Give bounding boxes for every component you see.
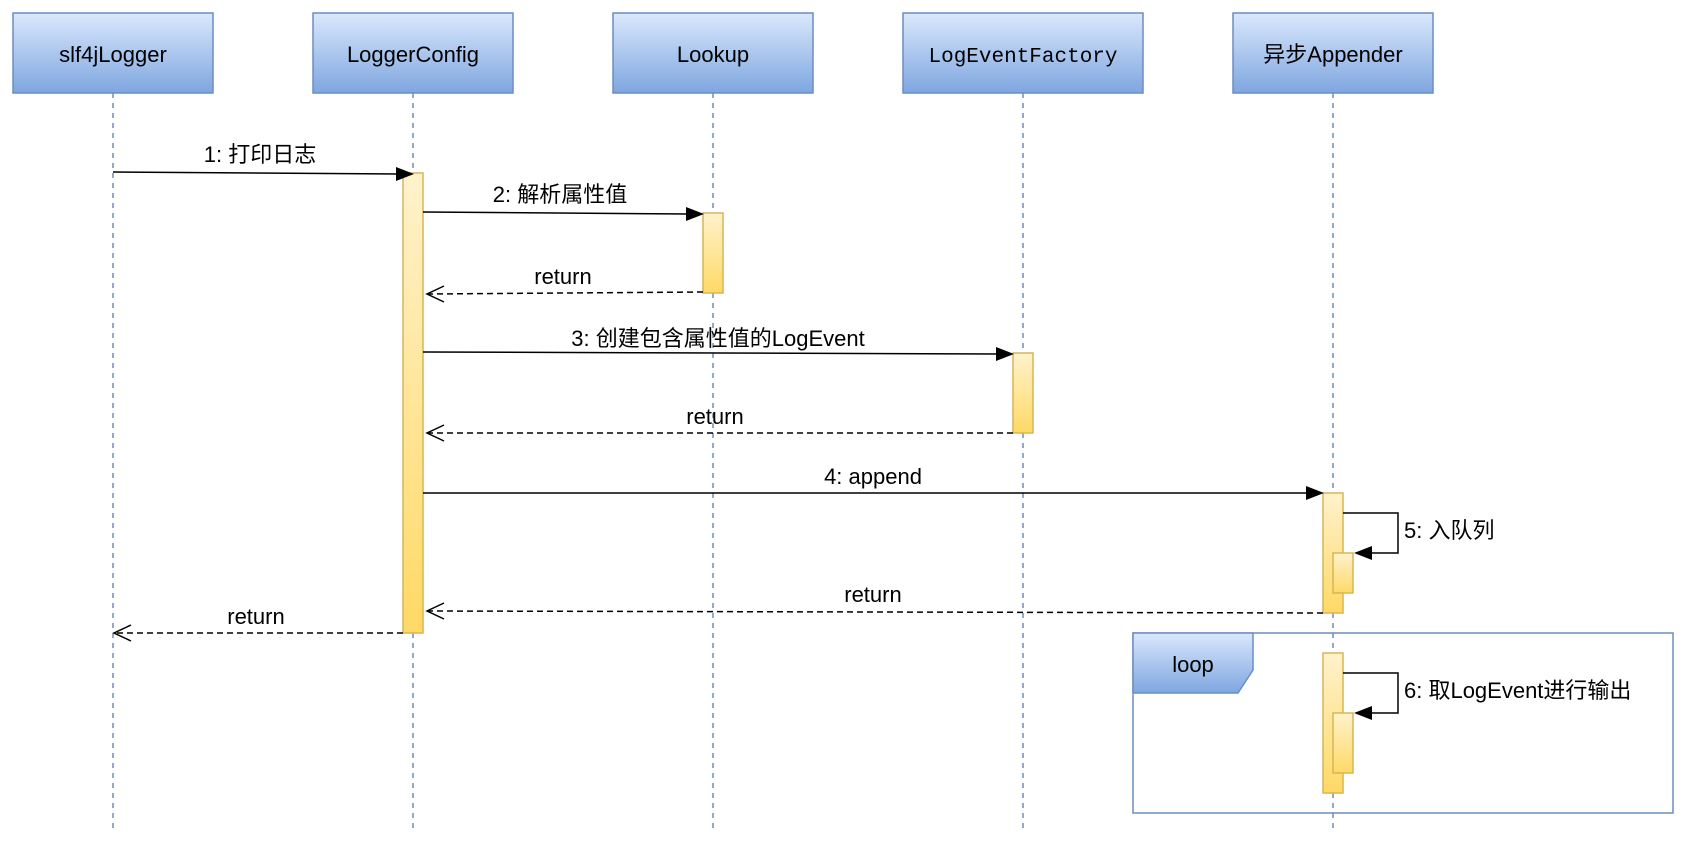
loop-frame: loop: [1132, 632, 1674, 814]
message-2: 2: 解析属性值: [422, 182, 704, 221]
message-3: 3: 创建包含属性值的LogEvent: [422, 326, 1014, 361]
message-return-lookup: return: [425, 264, 704, 303]
arrowhead-filled: [396, 167, 414, 181]
arrowhead-open: [425, 424, 445, 442]
activation-async-appender-enqueue: [1332, 552, 1354, 594]
activations: [402, 172, 1354, 794]
arrowhead-open: [112, 624, 132, 642]
participant-label: Lookup: [677, 42, 749, 67]
message-label: return: [686, 404, 743, 429]
message-return-logeventfactory: return: [425, 404, 1013, 442]
message-label: return: [844, 582, 901, 607]
message-6-self: 6: 取LogEvent进行输出: [1343, 672, 1631, 720]
message-label: 5: 入队列: [1404, 518, 1494, 543]
participant-label: 异步Appender: [1263, 42, 1402, 67]
arrowhead-filled: [686, 207, 704, 221]
arrowhead-filled: [1306, 486, 1324, 500]
participant-loggerconfig[interactable]: LoggerConfig: [312, 12, 514, 94]
participant-lookup[interactable]: Lookup: [612, 12, 814, 94]
participant-logeventfactory[interactable]: LogEventFactory: [902, 12, 1144, 94]
participant-async-appender[interactable]: 异步Appender: [1232, 12, 1434, 94]
participant-label: LogEventFactory: [928, 46, 1117, 69]
message-label: 1: 打印日志: [204, 142, 316, 167]
message-1: 1: 打印日志: [112, 142, 414, 181]
arrowhead-filled: [1354, 546, 1372, 560]
arrowhead-filled: [1354, 706, 1372, 720]
participant-label: LoggerConfig: [347, 42, 479, 67]
message-4: 4: append: [423, 464, 1324, 500]
message-label: return: [534, 264, 591, 289]
activation-loggerconfig: [402, 172, 424, 634]
lifelines: [112, 93, 1334, 832]
message-label: 2: 解析属性值: [493, 182, 627, 207]
message-5-self: 5: 入队列: [1343, 512, 1494, 560]
participant-slf4jlogger[interactable]: slf4jLogger: [12, 12, 214, 94]
message-return-loggerconfig: return: [112, 604, 403, 642]
message-return-async-appender: return: [425, 582, 1324, 620]
activation-async-appender-output: [1332, 712, 1354, 774]
message-label: 4: append: [824, 464, 922, 489]
message-label: return: [227, 604, 284, 629]
participant-label: slf4jLogger: [59, 42, 167, 67]
message-label: 3: 创建包含属性值的LogEvent: [571, 326, 864, 351]
loop-frame-label: loop: [1172, 652, 1214, 677]
arrowhead-filled: [996, 347, 1014, 361]
activation-lookup: [702, 212, 724, 294]
activation-logeventfactory: [1012, 352, 1034, 434]
message-label: 6: 取LogEvent进行输出: [1404, 678, 1631, 703]
arrowhead-open: [425, 602, 445, 620]
arrowhead-open: [425, 285, 445, 303]
